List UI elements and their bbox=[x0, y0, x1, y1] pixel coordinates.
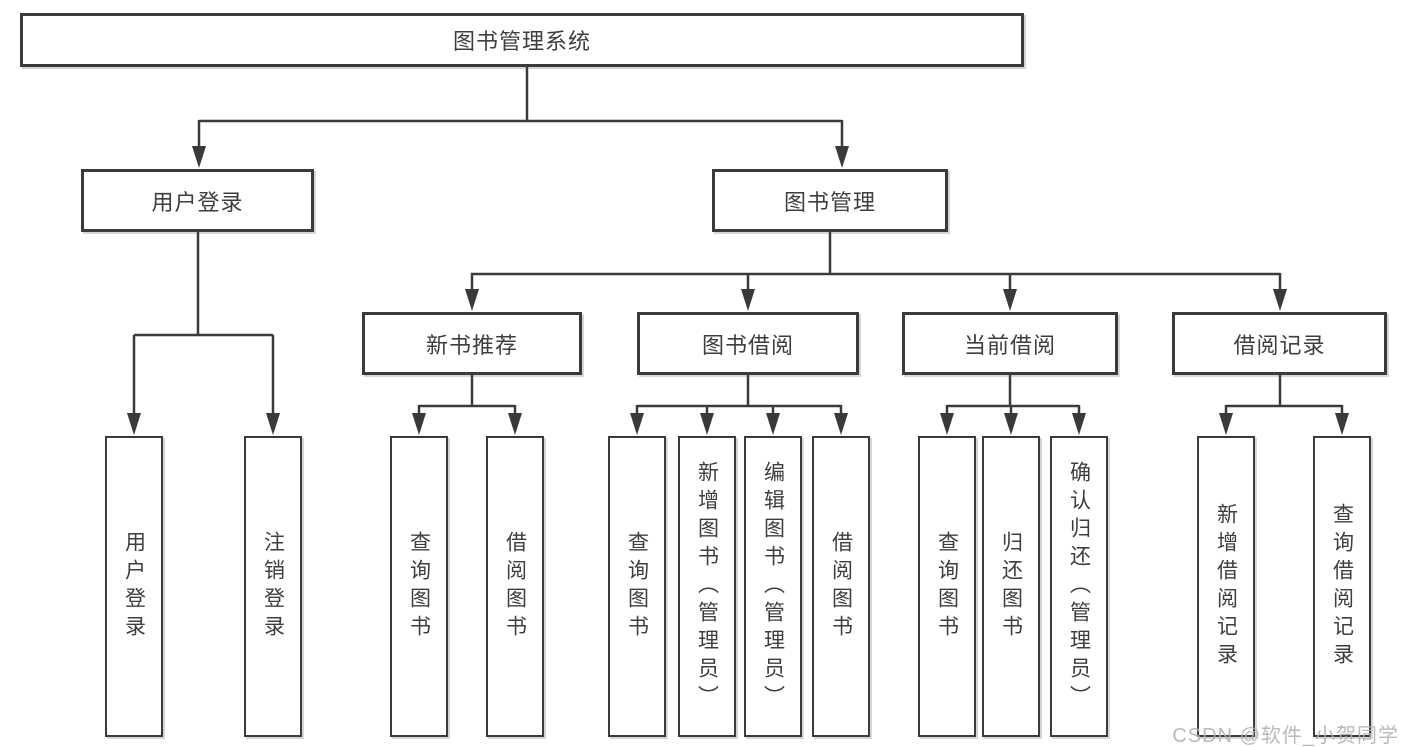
node-label: 图书管理系统 bbox=[452, 29, 591, 54]
node-user-login: 用户登录 bbox=[81, 169, 314, 232]
node-library-system: 图书管理系统 bbox=[20, 13, 1024, 67]
leaf-newrec-borrow-books: 借阅图书 bbox=[486, 436, 544, 737]
node-label: 查询借阅记录 bbox=[1330, 502, 1354, 671]
node-label: 注销登录 bbox=[261, 530, 285, 643]
node-label: 用户登录 bbox=[151, 189, 244, 215]
leaf-current-confirm-return-admin: 确认归还（管理员） bbox=[1050, 436, 1108, 737]
node-label: 编辑图书（管理员） bbox=[761, 460, 785, 713]
leaf-records-query-record: 查询借阅记录 bbox=[1313, 436, 1371, 737]
node-label: 借阅图书 bbox=[503, 530, 527, 643]
leaf-borrow-edit-books-admin: 编辑图书（管理员） bbox=[744, 436, 802, 737]
node-label: 归还图书 bbox=[999, 530, 1023, 643]
node-label: 新书推荐 bbox=[425, 332, 518, 358]
node-current-borrowing: 当前借阅 bbox=[902, 312, 1118, 375]
node-new-book-recommend: 新书推荐 bbox=[362, 312, 582, 375]
node-book-management: 图书管理 bbox=[712, 169, 948, 232]
leaf-logout: 注销登录 bbox=[244, 436, 302, 737]
leaf-newrec-query-books: 查询图书 bbox=[390, 436, 448, 737]
connector-edges bbox=[132, 67, 1344, 417]
node-book-borrowing: 图书借阅 bbox=[637, 312, 859, 375]
watermark: CSDN @软件_小贺同学 bbox=[1172, 725, 1399, 747]
node-label: 确认归还（管理员） bbox=[1067, 460, 1091, 713]
node-label: 用户登录 bbox=[122, 530, 146, 643]
node-borrowing-records: 借阅记录 bbox=[1172, 312, 1387, 375]
leaf-borrow-query-books: 查询图书 bbox=[608, 436, 666, 737]
node-label: 新增借阅记录 bbox=[1214, 502, 1238, 671]
node-label: 图书借阅 bbox=[701, 332, 794, 358]
leaf-records-add-record: 新增借阅记录 bbox=[1197, 436, 1255, 737]
node-label: 借阅图书 bbox=[829, 530, 853, 643]
leaf-user-login: 用户登录 bbox=[105, 436, 163, 737]
node-label: 当前借阅 bbox=[963, 332, 1056, 358]
node-label: 查询图书 bbox=[625, 530, 649, 643]
node-label: 查询图书 bbox=[407, 530, 431, 643]
node-label: 查询图书 bbox=[935, 530, 959, 643]
leaf-current-query-books: 查询图书 bbox=[918, 436, 976, 737]
leaf-borrow-add-books-admin: 新增图书（管理员） bbox=[678, 436, 736, 737]
leaf-borrow-borrow-books: 借阅图书 bbox=[812, 436, 870, 737]
leaf-current-return-books: 归还图书 bbox=[982, 436, 1040, 737]
node-label: 借阅记录 bbox=[1233, 332, 1326, 358]
node-label: 新增图书（管理员） bbox=[695, 460, 719, 713]
node-label: 图书管理 bbox=[783, 189, 876, 215]
